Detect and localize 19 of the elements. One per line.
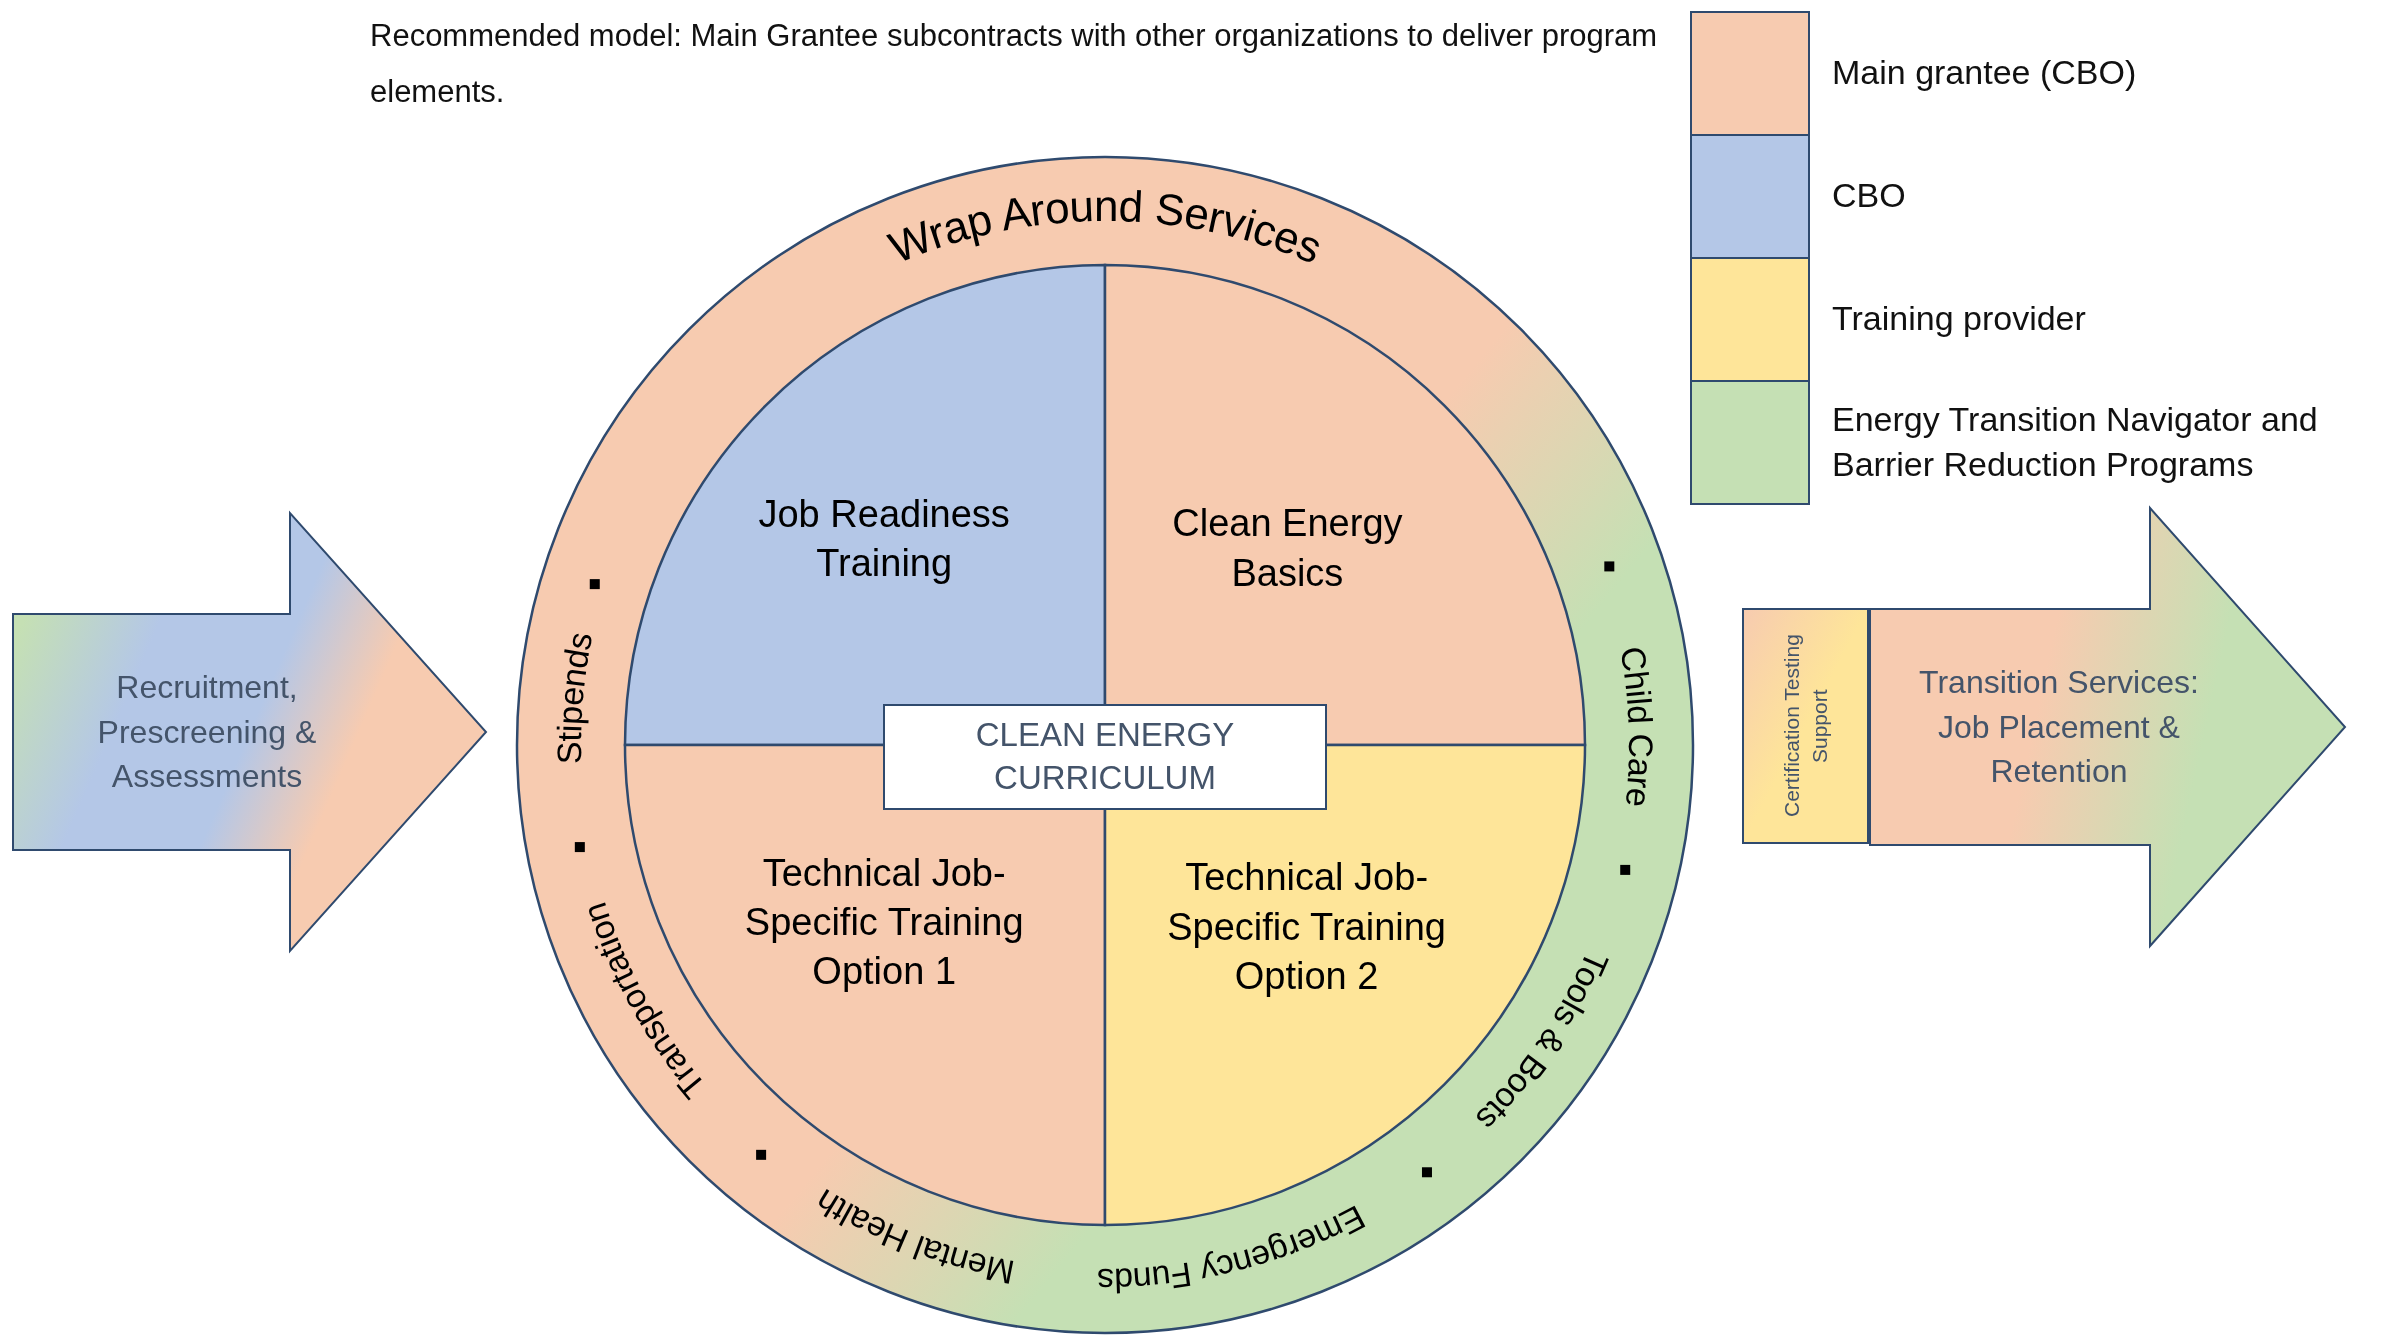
arrow-label: Recruitment, Prescreening & Assessments [96,667,318,797]
ring-title: Wrap Around Services [882,180,1329,273]
legend-label: Energy Transition Navigator and Barrier Reduction Programs [1832,399,2319,485]
section-label: Technical Job-Specific Training Option 2 [1166,855,1447,1000]
section-label: Technical Job-Specific Training Option 1 [743,850,1025,995]
legend-label: Main grantee (CBO) [1832,52,2138,94]
arrow-label: Transition Services: Job Placement & Retention [1918,662,2200,792]
side-box [1742,608,1869,844]
center-box [883,704,1327,810]
section-label: Job Readiness Training [757,491,1011,586]
side-label: Certification Testing Support [1778,633,1832,820]
wrap-around-ring [515,155,1695,1335]
section-label: Clean Energy Basics [1171,500,1404,596]
legend-label: Training provider [1832,298,2087,340]
center-label: CLEAN ENERGY CURRICULUM [974,715,1236,798]
title-text: Recommended model: Main Grantee subcontracts with other organizations to deliver program elements. [370,17,1659,111]
block-arrow [1869,507,2347,947]
legend-label: CBO [1832,175,1907,217]
block-arrow [12,512,488,952]
